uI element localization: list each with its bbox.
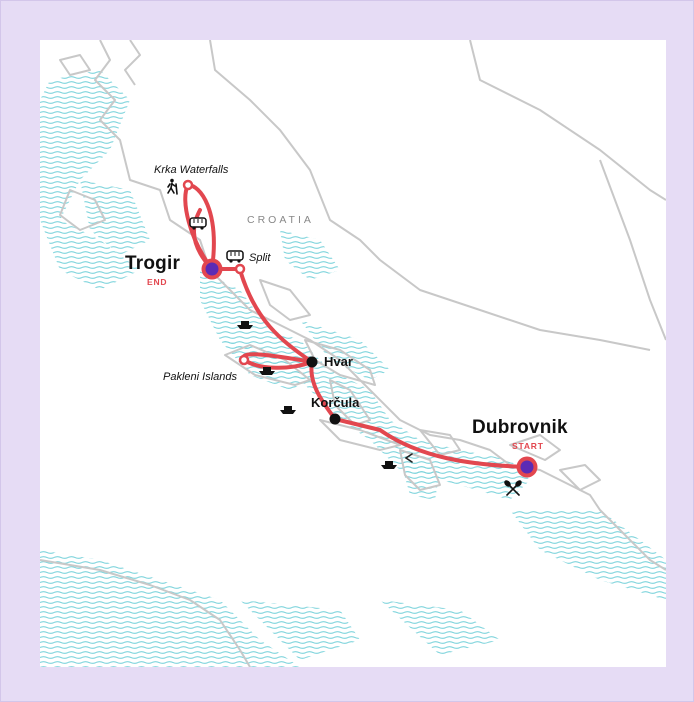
map-canvas: CROATIA Trogir END Dubrovnik START Hvar …: [40, 40, 666, 667]
route-hvar-trogir: [238, 268, 314, 364]
pakleni-waypoint: [238, 354, 250, 366]
pakleni-label: Pakleni Islands: [163, 371, 237, 383]
trogir-label: Trogir: [125, 253, 181, 274]
split-waypoint: [234, 263, 246, 275]
coastlines: [40, 40, 666, 667]
hvar-stop: [306, 356, 318, 368]
dubrovnik-stop: [516, 456, 538, 478]
bus-icon: [226, 250, 244, 263]
trogir-stop: [201, 258, 223, 280]
country-label: CROATIA: [247, 214, 314, 226]
dubrovnik-start-tag: START: [512, 441, 544, 451]
krka-waypoint: [182, 179, 194, 191]
korcula-label: Korčula: [311, 395, 360, 410]
kayak-paddles-icon: [504, 480, 522, 496]
bus-icon: [189, 217, 207, 230]
dubrovnik-label: Dubrovnik: [472, 417, 568, 438]
water-shading: [40, 70, 666, 667]
direction-arrow-icon: [404, 453, 413, 463]
hvar-label: Hvar: [324, 354, 353, 369]
route-dubrovnik-korcula: [333, 417, 529, 469]
korcula-stop: [329, 413, 341, 425]
trogir-end-tag: END: [147, 277, 168, 287]
ferry-icon: [237, 321, 253, 329]
hiking-icon: [167, 178, 178, 195]
ferry-icon: [259, 367, 275, 375]
ferry-icon: [381, 461, 397, 469]
route-map: [40, 40, 666, 667]
ferry-icon: [280, 406, 296, 414]
krka-label: Krka Waterfalls: [154, 164, 229, 176]
split-label: Split: [249, 252, 271, 264]
